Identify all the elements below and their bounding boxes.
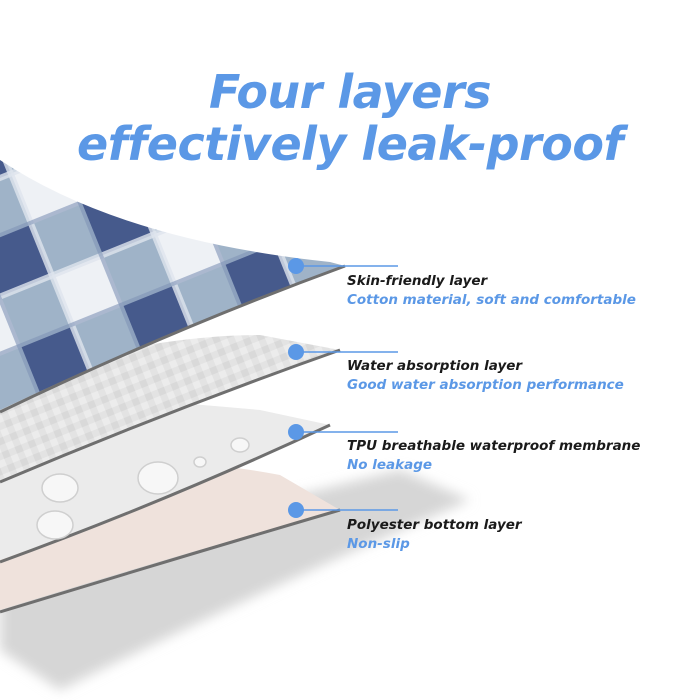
layer-label-polyester-bottom: Polyester bottom layer Non-slip: [347, 516, 522, 554]
layer-name: Polyester bottom layer: [347, 517, 522, 533]
layer-description: Good water absorption performance: [347, 377, 624, 393]
dot-marker-icon: [288, 258, 304, 274]
layer-name: Water absorption layer: [347, 358, 523, 374]
stack-shadow: [0, 470, 470, 690]
water-droplets: [36, 437, 250, 540]
layer-name: Skin-friendly layer: [347, 273, 488, 289]
plaid-layer-shape: [0, 160, 345, 410]
headline-line-2: effectively leak-proof: [77, 117, 623, 171]
headline-line-1: Four layers: [208, 65, 492, 119]
dot-marker-icon: [288, 502, 304, 518]
layer-description: Cotton material, soft and comfortable: [347, 292, 636, 308]
dot-marker-icon: [288, 344, 304, 360]
layer-name: TPU breathable waterproof membrane: [347, 438, 641, 454]
layer-description: Non-slip: [347, 536, 410, 552]
callout-markers: [288, 258, 398, 518]
dot-marker-icon: [288, 424, 304, 440]
layer-label-water-absorption: Water absorption layer Good water absorp…: [347, 357, 624, 395]
layer-description: No leakage: [347, 457, 433, 473]
layer-label-skin-friendly: Skin-friendly layer Cotton material, sof…: [347, 272, 636, 310]
layer-label-tpu-membrane: TPU breathable waterproof membrane No le…: [347, 437, 640, 475]
